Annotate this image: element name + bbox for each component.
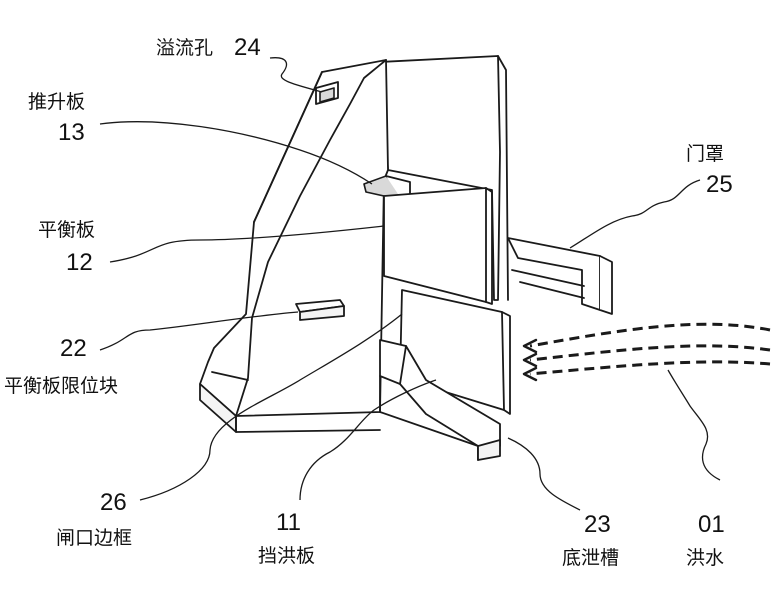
flood-water-arrows	[522, 322, 771, 382]
svg-text:推升板: 推升板	[28, 91, 85, 113]
svg-text:平衡板限位块: 平衡板限位块	[4, 375, 118, 397]
svg-text:12: 12	[66, 249, 93, 276]
door-cover	[507, 237, 613, 315]
label-bottom-slot: 23 底泄槽	[562, 511, 619, 569]
svg-text:门罩: 门罩	[686, 143, 724, 165]
leader-lines	[99, 57, 721, 511]
svg-text:洪水: 洪水	[686, 547, 724, 569]
label-balance-plate: 平衡板 12	[38, 219, 95, 276]
gate-frame	[199, 59, 389, 433]
label-overflow-hole: 溢流孔 24	[156, 34, 261, 61]
balance-limit-block	[295, 299, 345, 321]
svg-text:13: 13	[58, 119, 85, 146]
svg-text:挡洪板: 挡洪板	[258, 545, 315, 567]
label-gate-frame: 26 闸口边框	[56, 489, 132, 549]
svg-text:底泄槽: 底泄槽	[562, 547, 619, 569]
label-limit-block: 22 平衡板限位块	[4, 335, 118, 397]
svg-text:平衡板: 平衡板	[38, 219, 95, 241]
label-door-cover: 门罩 25	[686, 143, 733, 198]
svg-text:溢流孔: 溢流孔	[156, 37, 213, 59]
label-flood-plate: 11 挡洪板	[258, 509, 315, 567]
svg-text:11: 11	[276, 509, 301, 536]
overflow-hole	[315, 81, 339, 105]
label-push-plate: 推升板 13	[28, 91, 85, 146]
svg-text:24: 24	[234, 34, 261, 61]
label-flood-water: 01 洪水	[686, 511, 725, 569]
svg-text:01: 01	[698, 511, 725, 538]
svg-text:23: 23	[584, 511, 611, 538]
back-panel	[379, 55, 509, 301]
svg-text:22: 22	[60, 335, 87, 362]
svg-text:25: 25	[706, 171, 733, 198]
svg-text:闸口边框: 闸口边框	[56, 527, 132, 549]
balance-plate	[383, 187, 493, 305]
svg-text:26: 26	[100, 489, 127, 516]
